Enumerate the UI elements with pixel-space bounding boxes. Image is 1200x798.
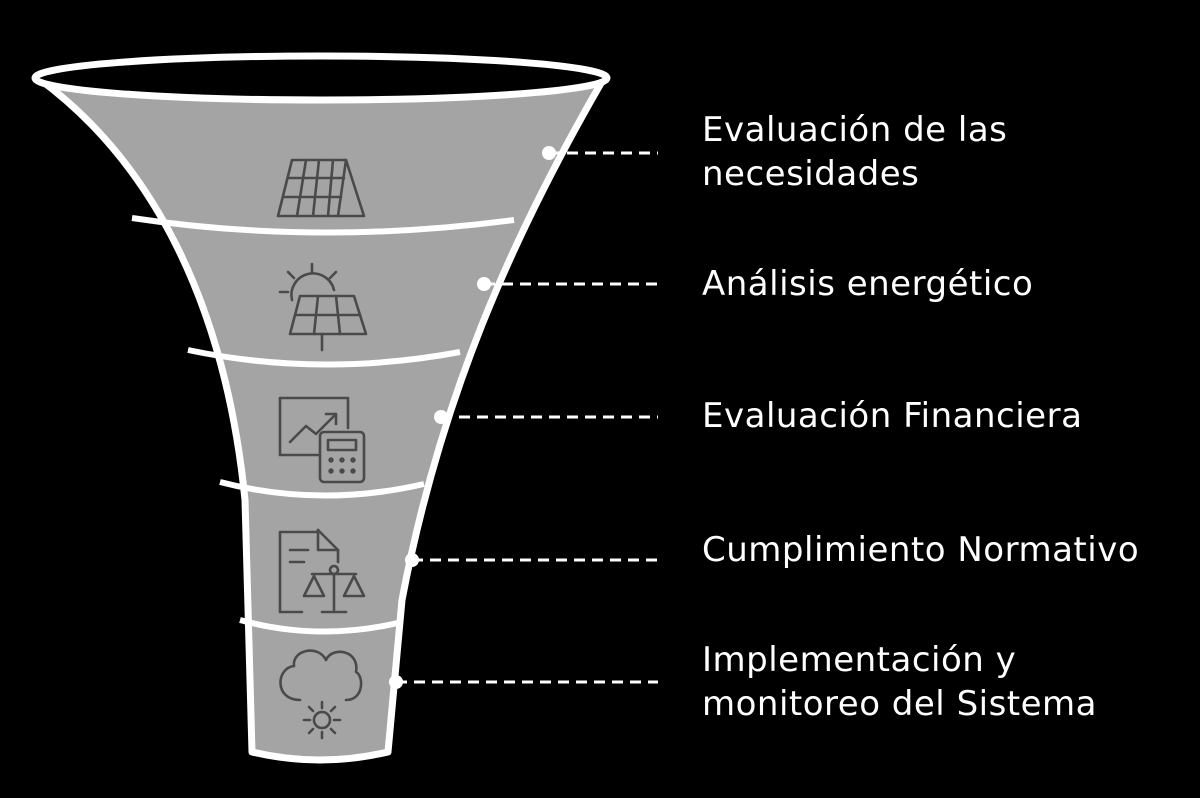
funnel-rim	[31, 52, 611, 104]
stage-label-line: Evaluación Financiera	[702, 396, 1083, 436]
stage-label-line: Cumplimiento Normativo	[702, 530, 1140, 570]
stage-label-implementation: Implementación y monitoreo del Sistema	[702, 638, 1097, 726]
stage-label-line: Análisis energético	[702, 264, 1034, 304]
stage-label-regulatory-compliance: Cumplimiento Normativo	[702, 528, 1139, 572]
chart-calculator-icon	[278, 396, 366, 484]
stage-label-energy-analysis: Análisis energético	[702, 262, 1033, 306]
connector-dot-3	[434, 410, 448, 424]
connector-dot-1	[542, 146, 556, 160]
cloud-gear-icon	[279, 649, 363, 740]
stage-label-line: Evaluación de las	[702, 110, 1008, 150]
band-separator-2	[187, 347, 461, 368]
stage-label-line: Implementación y	[702, 640, 1017, 680]
band-separator-1	[131, 215, 515, 236]
document-scale-icon	[278, 528, 366, 614]
funnel-body	[34, 74, 608, 764]
connector-dot-2	[477, 277, 491, 291]
connector-dot-5	[389, 675, 403, 689]
sun-solar-panel-icon	[278, 262, 368, 352]
stage-label-needs-assessment: Evaluación de las necesidades	[702, 108, 1007, 196]
stage-label-line: necesidades	[702, 154, 920, 194]
stage-label-financial-evaluation: Evaluación Financiera	[702, 394, 1082, 438]
stage-label-line: monitoreo del Sistema	[702, 684, 1098, 724]
band-separator-3	[219, 479, 425, 499]
solar-panel-icon	[276, 158, 366, 218]
band-separator-4	[239, 617, 403, 635]
connector-dot-4	[405, 553, 419, 567]
connectors	[389, 146, 658, 689]
